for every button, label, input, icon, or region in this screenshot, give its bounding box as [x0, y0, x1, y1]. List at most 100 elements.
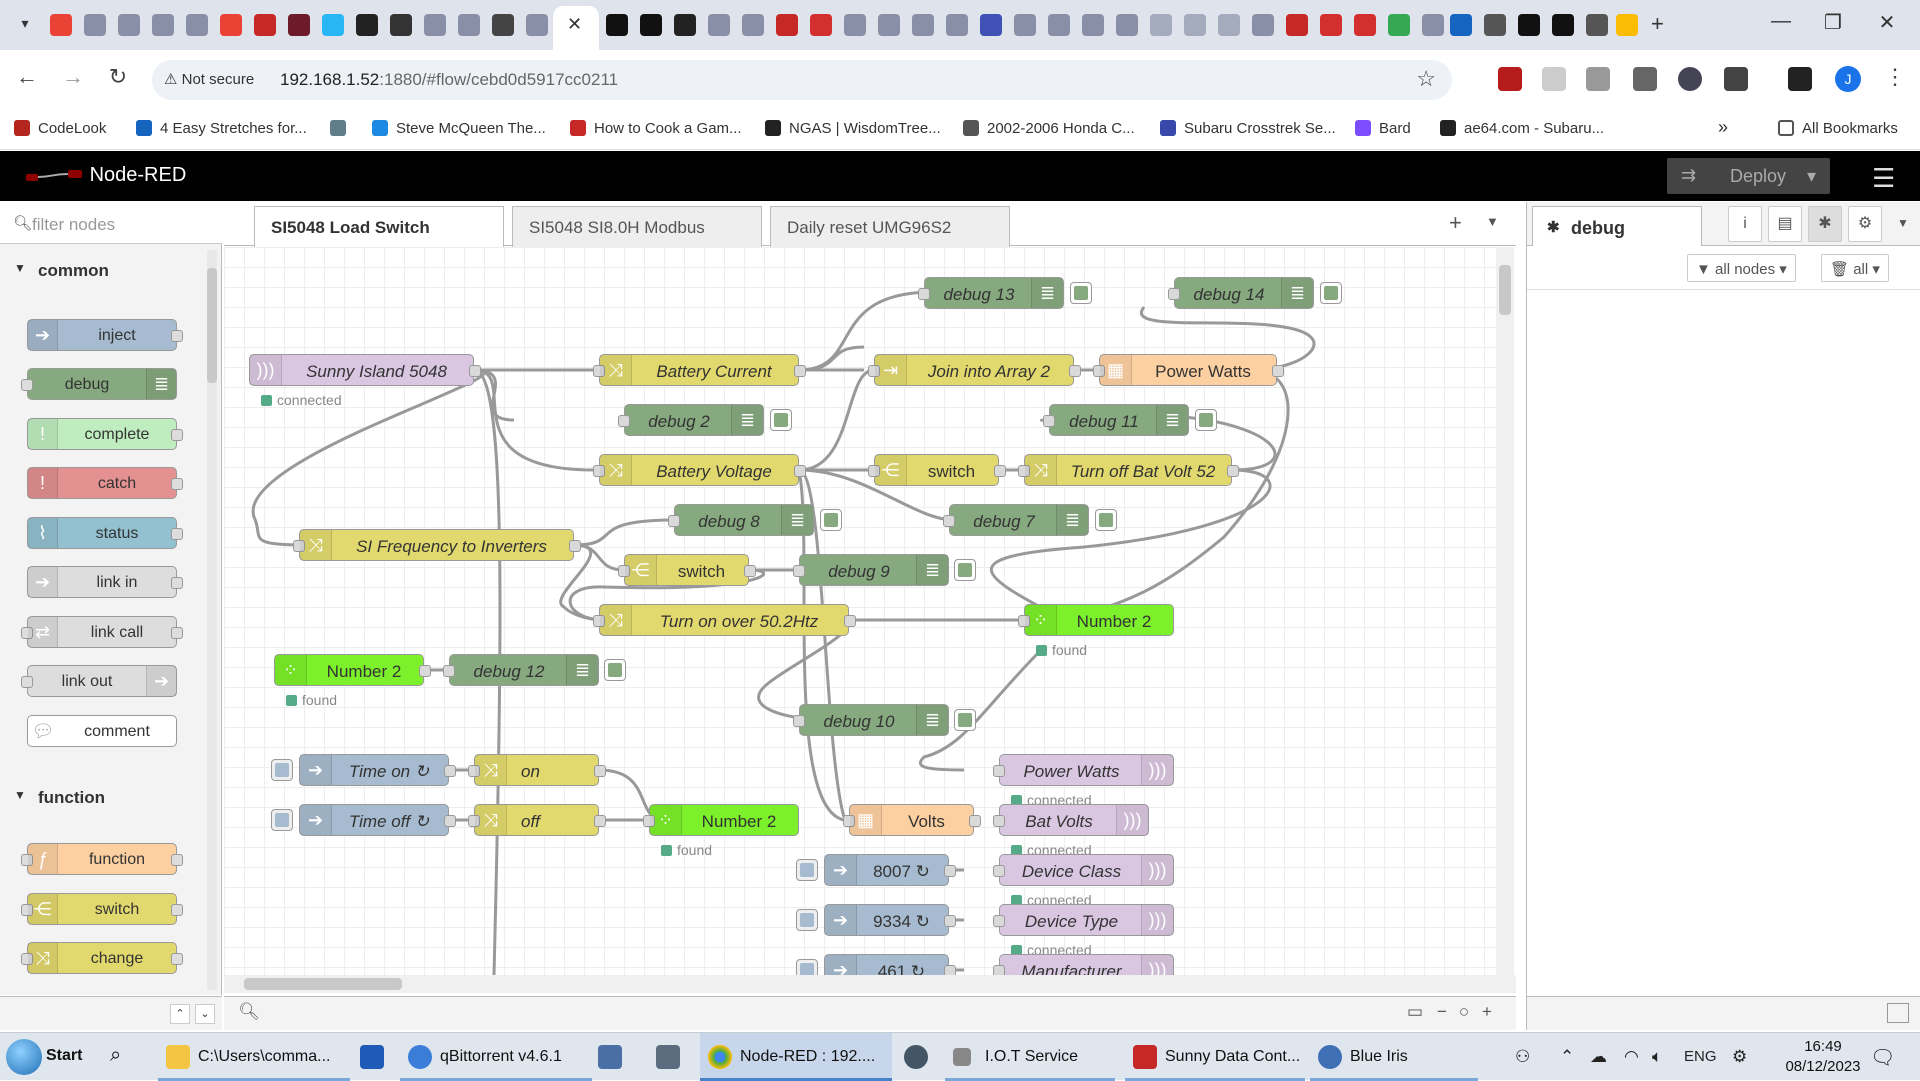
tab-favicon[interactable]	[424, 14, 446, 36]
tab-favicon[interactable]	[708, 14, 730, 36]
input-port[interactable]	[1043, 415, 1055, 427]
sidebar-menu-dropdown-icon[interactable]: ▼	[1897, 216, 1909, 230]
input-port[interactable]	[993, 915, 1005, 927]
node-power-watts-calc[interactable]: ▦ Power Watts	[1093, 354, 1284, 386]
debug-toggle-button[interactable]	[1095, 509, 1117, 531]
debug-toggle-button[interactable]	[820, 509, 842, 531]
output-port[interactable]	[569, 540, 581, 552]
tab-favicon[interactable]	[458, 14, 480, 36]
node-number-2[interactable]: ⁘ Number 2	[274, 654, 431, 686]
input-port[interactable]	[443, 665, 455, 677]
search-flows-icon[interactable]: 🔍︎	[238, 1002, 260, 1021]
output-port[interactable]	[1227, 465, 1239, 477]
output-port[interactable]	[1272, 365, 1284, 377]
bug-icon[interactable]: ✱	[1808, 206, 1842, 242]
clear-messages-dropdown[interactable]: 🗑︎ all ▾	[1821, 254, 1889, 282]
node-debug-12[interactable]: debug 12 ≣	[443, 654, 599, 686]
filter-nodes-dropdown[interactable]: ▼ all nodes ▾	[1687, 254, 1796, 282]
browser-menu-icon[interactable]: ⋮	[1884, 64, 1906, 89]
maximize-icon[interactable]: ❐	[1824, 12, 1842, 34]
node-debug-2[interactable]: debug 2 ≣	[618, 404, 764, 436]
input-port[interactable]	[593, 365, 605, 377]
output-port[interactable]	[944, 865, 956, 877]
output-port[interactable]	[744, 565, 756, 577]
palette-node-debug[interactable]: debug ≣	[21, 368, 177, 400]
taskbar-app-icon[interactable]	[896, 1033, 936, 1081]
tab-favicon[interactable]	[152, 14, 174, 36]
clock[interactable]: 16:49 08/12/2023	[1783, 1037, 1863, 1077]
input-port[interactable]	[868, 365, 880, 377]
bookmark-item[interactable]: NGAS | WisdomTree...	[765, 120, 941, 137]
taskbar-sunny-data[interactable]: Sunny Data Cont...	[1125, 1033, 1305, 1081]
node-battery-current[interactable]: ⤨ Battery Current	[593, 354, 806, 386]
close-tab-icon[interactable]: ✕	[567, 14, 583, 34]
active-browser-tab[interactable]: ✕	[553, 6, 599, 50]
input-port[interactable]	[1018, 465, 1030, 477]
taskbar-calculator-icon[interactable]	[648, 1033, 688, 1081]
inject-trigger-button[interactable]	[796, 909, 818, 931]
tab-si5048-load-switch[interactable]: SI5048 Load Switch	[254, 206, 504, 248]
taskbar-explorer[interactable]: C:\Users\comma...	[158, 1033, 350, 1081]
taskbar-notepad-icon[interactable]	[590, 1033, 630, 1081]
tab-si5048-modbus[interactable]: SI5048 SI8.0H Modbus	[512, 206, 762, 247]
node-number-2[interactable]: ⁘ Number 2	[1018, 604, 1174, 636]
workspace-vertical-scrollbar[interactable]	[1496, 247, 1514, 975]
input-port[interactable]	[1018, 615, 1030, 627]
node-turn-off-bat-volt[interactable]: ⤨ Turn off Bat Volt 52	[1018, 454, 1239, 486]
scrollbar-thumb[interactable]	[244, 978, 402, 990]
output-port[interactable]	[944, 965, 956, 975]
taskbar-store-icon[interactable]	[352, 1033, 392, 1081]
node-number-2[interactable]: ⁘ Number 2	[643, 804, 799, 836]
wifi-icon[interactable]: ◠	[1624, 1047, 1639, 1066]
node-sunny-island[interactable]: ))) Sunny Island 5048	[249, 354, 481, 386]
notifications-icon[interactable]: 🗨︎	[1870, 1047, 1896, 1069]
zoom-out-icon[interactable]: −	[1437, 1002, 1447, 1021]
tab-favicon[interactable]	[1484, 14, 1506, 36]
node-bat-volts[interactable]: Bat Volts )))	[993, 804, 1149, 836]
inject-trigger-button[interactable]	[796, 859, 818, 881]
tab-favicon[interactable]	[980, 14, 1002, 36]
gear-icon[interactable]: ⚙	[1732, 1047, 1748, 1066]
debug-toggle-button[interactable]	[954, 559, 976, 581]
tab-favicon[interactable]	[1184, 14, 1206, 36]
tab-favicon[interactable]	[1082, 14, 1104, 36]
chevron-up-icon[interactable]: ⌃	[1560, 1047, 1575, 1066]
debug-toggle-button[interactable]	[604, 659, 626, 681]
tab-favicon[interactable]	[1552, 14, 1574, 36]
output-port[interactable]	[444, 765, 456, 777]
tab-favicon[interactable]	[1586, 14, 1608, 36]
input-port[interactable]	[468, 765, 480, 777]
palette-node-link-out[interactable]: link out ➔	[21, 665, 177, 697]
node-si-frequency[interactable]: ⤨ SI Frequency to Inverters	[293, 529, 581, 561]
tab-daily-reset[interactable]: Daily reset UMG96S2	[770, 206, 1010, 247]
output-port[interactable]	[419, 665, 431, 677]
people-icon[interactable]: ⚇	[1515, 1047, 1531, 1066]
tab-favicon[interactable]	[742, 14, 764, 36]
address-bar[interactable]: ⚠ Not secure 192.168.1.52:1880/#flow/ceb…	[152, 60, 1452, 100]
bookmark-item[interactable]: How to Cook a Gam...	[570, 120, 742, 137]
profile-avatar[interactable]: J	[1835, 66, 1861, 92]
scrollbar-thumb[interactable]	[1499, 265, 1511, 315]
node-switch-frequency[interactable]: ⋲ switch	[618, 554, 756, 586]
tab-favicon[interactable]	[1014, 14, 1036, 36]
gear-icon[interactable]: ⚙	[1848, 206, 1882, 242]
output-port[interactable]	[469, 365, 481, 377]
palette-node-link-call[interactable]: ⇄ link call	[21, 616, 183, 648]
tab-favicon[interactable]	[492, 14, 514, 36]
node-time-on[interactable]: ➔ Time on ↻	[299, 754, 456, 786]
reload-icon[interactable]: ↻	[108, 64, 128, 89]
tab-favicon[interactable]	[1450, 14, 1472, 36]
back-icon[interactable]: ←	[16, 64, 38, 89]
tab-favicon[interactable]	[776, 14, 798, 36]
category-function[interactable]: ▼ function	[0, 776, 205, 820]
flow-list-dropdown-icon[interactable]: ▼	[1486, 214, 1499, 229]
tab-favicon[interactable]	[526, 14, 548, 36]
input-port[interactable]	[843, 815, 855, 827]
node-debug-11[interactable]: debug 11 ≣	[1043, 404, 1189, 436]
tab-favicon[interactable]	[1320, 14, 1342, 36]
node-join-array[interactable]: ⇥ Join into Array 2	[868, 354, 1081, 386]
info-icon[interactable]: i	[1728, 206, 1762, 242]
node-debug-9[interactable]: debug 9 ≣	[793, 554, 949, 586]
start-button[interactable]: Start	[0, 1033, 88, 1081]
taskbar-qbittorrent[interactable]: qBittorrent v4.6.1	[400, 1033, 592, 1081]
